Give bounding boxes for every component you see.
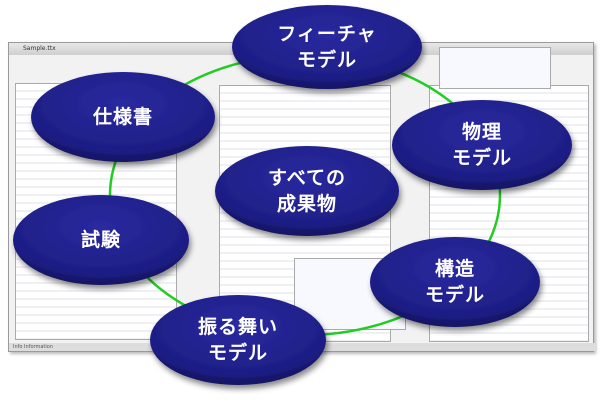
node-behavior-label: 振る舞いモデル: [197, 316, 279, 364]
node-test: [13, 195, 189, 285]
node-physical-label: 物理モデル: [451, 121, 513, 169]
node-behavior: [150, 295, 326, 385]
node-feature-label: フィーチャモデル: [277, 23, 377, 71]
node-center: [215, 146, 399, 236]
node-structure: [370, 237, 540, 327]
node-test-label: 試験: [80, 229, 122, 251]
node-feature: [232, 5, 422, 89]
node-structure-label: 構造モデル: [424, 258, 486, 306]
node-spec: [31, 72, 215, 162]
node-center-label: すべての成果物: [268, 167, 346, 215]
node-physical: [392, 100, 572, 190]
popup-dialog-top: [439, 47, 551, 89]
node-spec-label: 仕様書: [92, 106, 154, 128]
